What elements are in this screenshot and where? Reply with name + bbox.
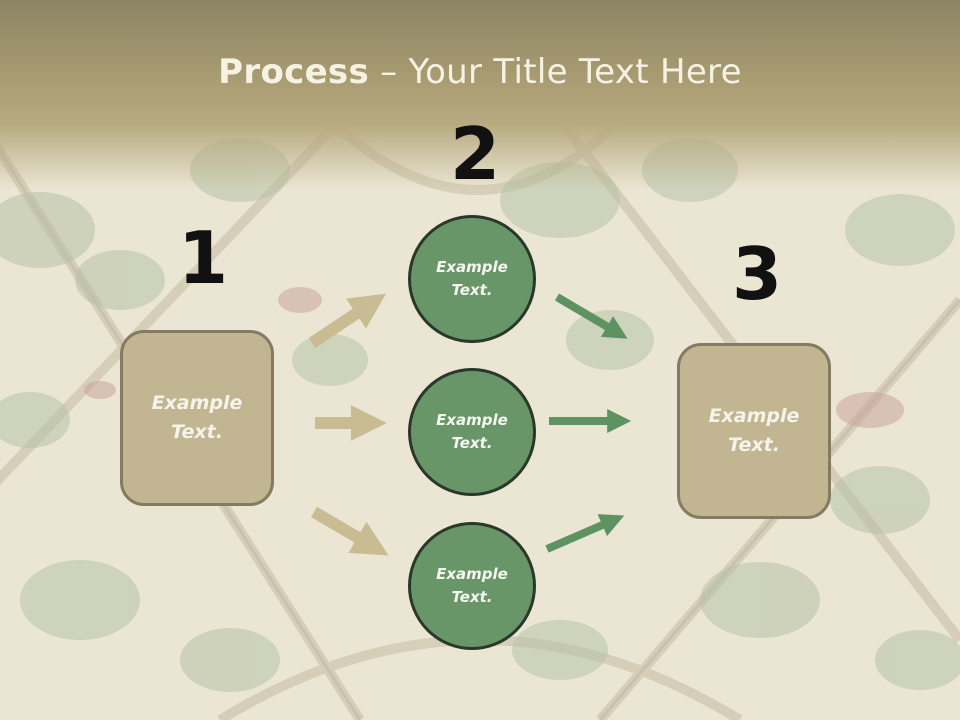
step-box-3-text: Example Text. bbox=[708, 405, 800, 456]
step-circle-top-text: Example Text. bbox=[436, 258, 508, 299]
step-box-1-text: Example Text. bbox=[151, 392, 243, 443]
step-circle-bottom-text: Example Text. bbox=[436, 565, 508, 606]
green-arrow-down bbox=[554, 293, 628, 339]
green-arrow-up bbox=[545, 514, 625, 553]
step-box-1: Example Text. bbox=[120, 330, 274, 506]
header-band bbox=[0, 0, 960, 190]
step-number-2: 2 bbox=[450, 112, 501, 196]
step-box-3: Example Text. bbox=[677, 343, 831, 519]
step-number-3: 3 bbox=[732, 232, 783, 316]
step-circle-bottom: Example Text. bbox=[408, 522, 536, 650]
title-rest: – Your Title Text Here bbox=[369, 52, 742, 92]
step-circle-middle-text: Example Text. bbox=[436, 411, 508, 452]
tan-arrow-up bbox=[308, 293, 386, 348]
slide-title: Process – Your Title Text Here bbox=[0, 52, 960, 92]
tan-arrow-down bbox=[310, 506, 389, 556]
step-circle-top: Example Text. bbox=[408, 215, 536, 343]
step-circle-middle: Example Text. bbox=[408, 368, 536, 496]
title-bold: Process bbox=[218, 52, 370, 92]
step-number-1: 1 bbox=[178, 216, 229, 300]
